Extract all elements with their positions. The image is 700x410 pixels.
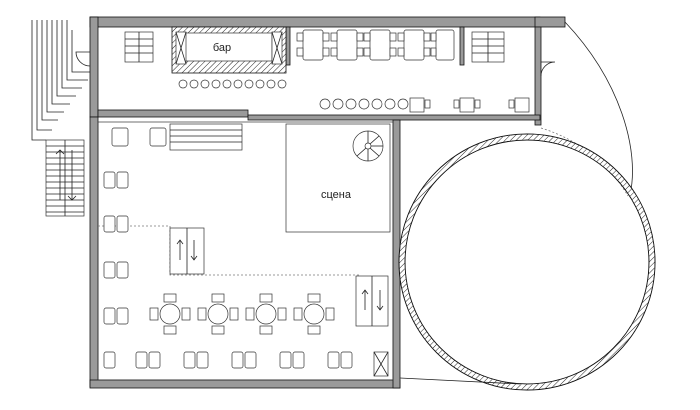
chair xyxy=(116,307,129,325)
upper-table-group-3 xyxy=(363,29,397,61)
round-table xyxy=(197,293,239,335)
chair xyxy=(244,351,257,369)
round-tables xyxy=(149,293,335,335)
bar-counter: бар xyxy=(171,26,287,74)
chair xyxy=(279,351,292,369)
entrance-door-upper-left[interactable] xyxy=(75,51,91,67)
upper-table-group-5 xyxy=(430,29,455,61)
chair xyxy=(116,171,129,189)
round-table xyxy=(149,293,191,335)
top-left-chairs xyxy=(111,127,167,147)
staircase-left xyxy=(45,139,85,217)
chair xyxy=(231,351,244,369)
upper-table-group-1 xyxy=(296,29,330,61)
upper-table-group-4 xyxy=(397,29,431,61)
chair xyxy=(103,215,116,233)
chair xyxy=(103,261,116,279)
chair xyxy=(103,307,116,325)
upper-section-walls xyxy=(89,16,566,126)
main-hall-walls xyxy=(89,116,401,389)
exterior-stairs-left xyxy=(31,20,92,141)
inner-guides xyxy=(98,225,389,327)
door-upper-right[interactable] xyxy=(540,61,556,77)
chair xyxy=(103,171,116,189)
chair xyxy=(196,351,209,369)
upper-small-tables xyxy=(409,97,530,113)
chair xyxy=(116,261,129,279)
circular-pavilion xyxy=(398,133,656,391)
upper-table-group-2 xyxy=(330,29,364,61)
staircase-upper-left xyxy=(124,31,154,63)
chair xyxy=(183,351,196,369)
corner-cabinet xyxy=(373,351,389,377)
chair xyxy=(103,351,116,369)
chair xyxy=(135,351,148,369)
staircase-upper-right xyxy=(471,31,505,63)
chair xyxy=(292,351,305,369)
round-table xyxy=(293,293,335,335)
bar-label: бар xyxy=(213,42,231,54)
chair xyxy=(116,215,129,233)
bottom-chair-row xyxy=(103,351,353,369)
round-table xyxy=(245,293,287,335)
chair xyxy=(148,351,161,369)
stage-label: сцена xyxy=(321,189,352,201)
bar-stools xyxy=(178,79,287,89)
hall-steps xyxy=(169,123,243,151)
chair xyxy=(340,351,353,369)
spiral-staircase xyxy=(352,130,384,162)
exterior-arc xyxy=(540,21,633,197)
round-stools-row xyxy=(319,98,409,110)
left-chair-column xyxy=(103,171,129,325)
chair xyxy=(327,351,340,369)
